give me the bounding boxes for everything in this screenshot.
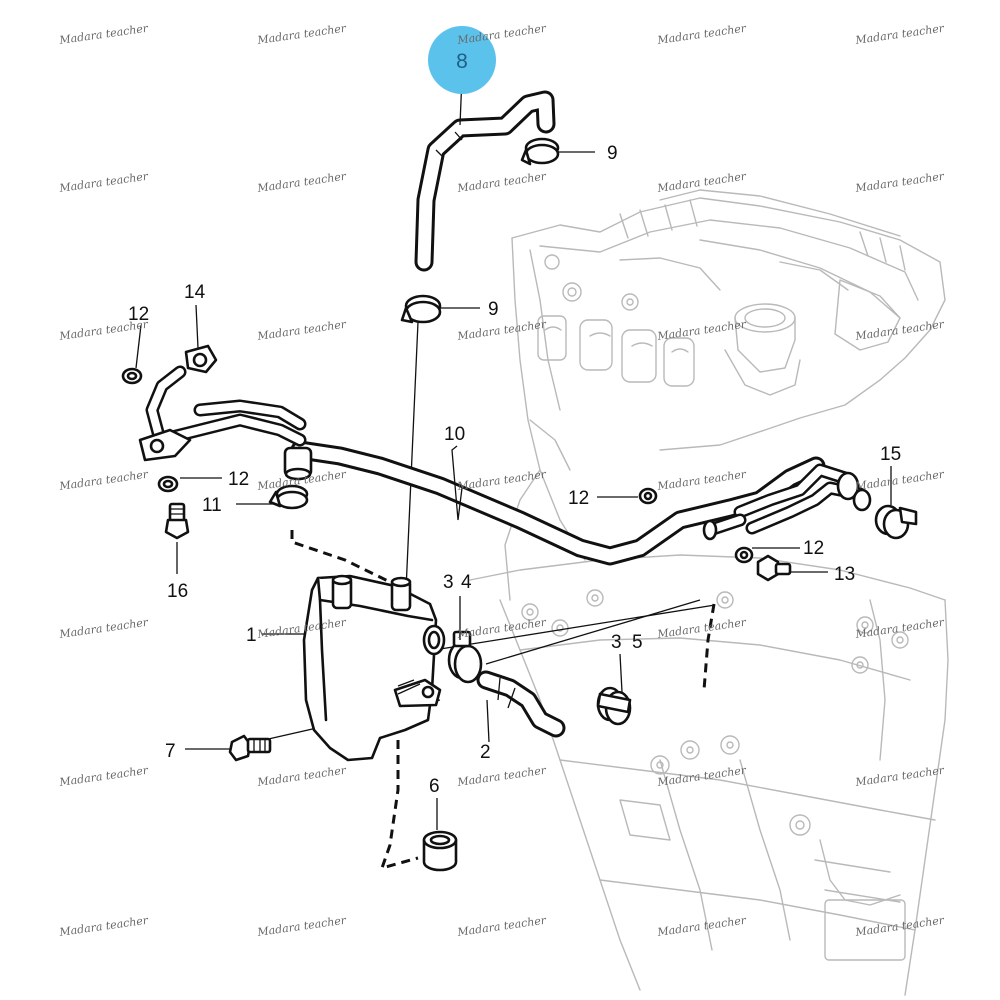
callout-8: 8 xyxy=(456,50,468,73)
watermark-text: Madara teacher xyxy=(854,914,946,940)
part-9-lower-clamp xyxy=(400,294,442,324)
callout-12-middle: 12 xyxy=(568,488,589,509)
part-9-upper-clamp xyxy=(520,137,560,166)
callout-12-right: 12 xyxy=(803,538,824,559)
part-11-clamp xyxy=(268,484,309,510)
watermark-text: Madara teacher xyxy=(456,616,548,642)
watermark-text: Madara teacher xyxy=(256,318,348,344)
part-16-bolt xyxy=(164,502,190,540)
callout-15: 15 xyxy=(880,444,901,465)
part-3-5-clamp xyxy=(596,686,632,726)
callout-4: 4 xyxy=(461,572,472,593)
callout-3-left: 3 xyxy=(443,572,454,593)
leader-lines xyxy=(135,75,892,830)
part-8-upper-hose xyxy=(414,90,556,272)
part-2-short-hose xyxy=(476,670,566,738)
part-10-breather-pipe xyxy=(283,440,872,566)
watermark-text: Madara teacher xyxy=(456,764,548,790)
part-left-bracket-hoses xyxy=(138,344,307,462)
callout-11: 11 xyxy=(202,495,222,516)
watermark-text: Madara teacher xyxy=(58,468,150,494)
watermark-text: Madara teacher xyxy=(656,468,748,494)
engine-block-outline xyxy=(469,189,949,996)
callout-9-upper: 9 xyxy=(607,143,618,164)
part-1-oil-separator xyxy=(302,574,446,762)
watermark-text: Madara teacher xyxy=(456,170,548,196)
part-7-bolt xyxy=(228,734,272,762)
watermark-text: Madara teacher xyxy=(256,764,348,790)
watermark-text: Madara teacher xyxy=(256,170,348,196)
callout-2: 2 xyxy=(480,742,491,763)
callout-10: 10 xyxy=(444,424,465,445)
watermark-text: Madara teacher xyxy=(854,22,946,48)
highlight-circle xyxy=(428,26,496,94)
callout-16: 16 xyxy=(167,581,188,602)
watermark-text: Madara teacher xyxy=(854,318,946,344)
watermark-text: Madara teacher xyxy=(58,616,150,642)
part-3-4-clamp xyxy=(447,630,483,684)
assembly-dashed-lines xyxy=(290,530,716,871)
callout-9-lower: 9 xyxy=(488,299,499,320)
watermark-text: Madara teacher xyxy=(656,170,748,196)
callout-labels: 8 9 9 14 12 12 11 16 10 12 12 13 15 3 4 … xyxy=(128,50,901,797)
watermark-text: Madara teacher xyxy=(58,22,150,48)
watermark-text: Madara teacher xyxy=(256,914,348,940)
callout-1: 1 xyxy=(246,625,257,646)
watermark-text: Madara teacher xyxy=(656,616,748,642)
callout-6: 6 xyxy=(429,776,440,797)
part-12-washers xyxy=(121,367,754,564)
callout-14: 14 xyxy=(184,282,206,303)
watermark-text: Madara teacher xyxy=(58,170,150,196)
watermark-text: Madara teacher xyxy=(456,914,548,940)
callout-3-right: 3 xyxy=(611,632,622,653)
watermark-text: Madara teacher xyxy=(854,170,946,196)
callout-5: 5 xyxy=(632,632,643,653)
watermark-text: Madara teacher xyxy=(656,318,748,344)
watermark-text: Madara teacher xyxy=(656,914,748,940)
watermark-text: Madara teacher xyxy=(656,22,748,48)
watermark-text: Madara teacher xyxy=(256,22,348,48)
watermark-text: Madara teacher xyxy=(854,468,946,494)
watermark-text: Madara teacher xyxy=(456,318,548,344)
callout-7: 7 xyxy=(165,741,176,762)
watermark-text: Madara teacher xyxy=(456,468,548,494)
watermark-text: Madara teacher xyxy=(58,764,150,790)
watermark-text: Madara teacher xyxy=(656,764,748,790)
part-6-bushing xyxy=(422,830,458,872)
callout-12-top-left: 12 xyxy=(128,304,149,325)
part-13-bolt xyxy=(756,554,792,582)
watermark-text: Madara teacher xyxy=(456,22,548,48)
watermark-text: Madara teacher xyxy=(58,914,150,940)
watermark-text: Madara teacher xyxy=(854,764,946,790)
callout-13: 13 xyxy=(834,564,855,585)
part-15-clamp xyxy=(874,504,918,540)
callout-12-left: 12 xyxy=(228,469,249,490)
watermark-text: Madara teacher xyxy=(58,318,150,344)
